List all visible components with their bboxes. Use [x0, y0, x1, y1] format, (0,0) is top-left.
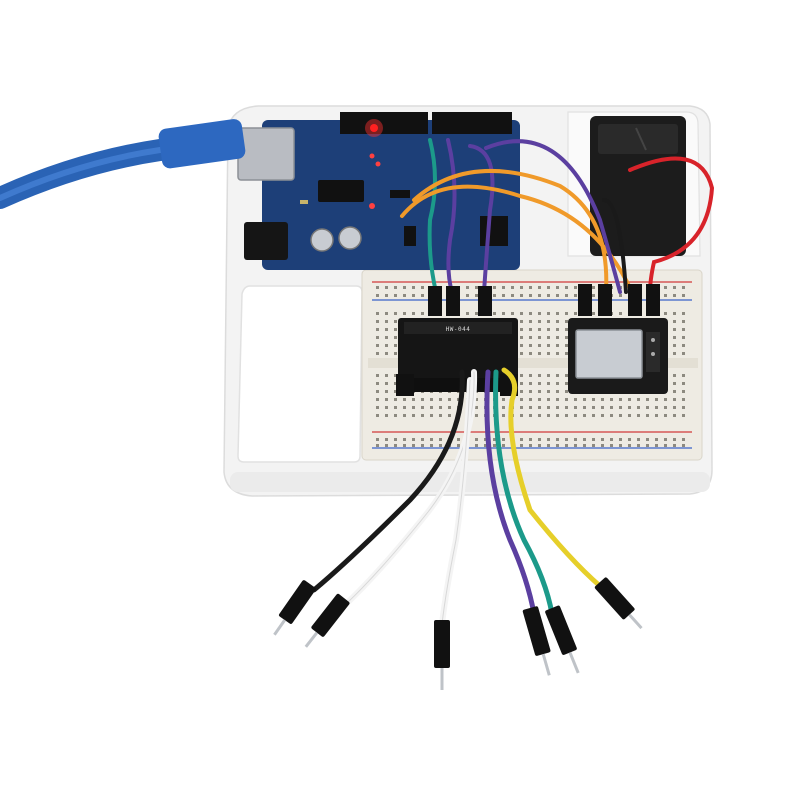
- capacitor: [338, 226, 362, 250]
- battery-holder: [590, 116, 686, 256]
- bottom-jumper-wires: [311, 367, 603, 627]
- power-led: [370, 124, 378, 132]
- microcontroller-chip: [318, 180, 364, 202]
- top-jumper-wires: [400, 138, 715, 294]
- connector-white-2: [434, 620, 450, 690]
- sd-card-slot: [575, 329, 643, 379]
- connector-purple: [522, 606, 551, 676]
- ic-chip: HW-044: [396, 318, 518, 396]
- power-jack: [244, 222, 288, 260]
- connector-yellow: [594, 577, 643, 630]
- pin-headers: [428, 284, 660, 316]
- capacitor: [310, 228, 334, 252]
- sd-card-module: [568, 318, 668, 394]
- connector-black: [273, 580, 316, 636]
- usb-port: [237, 127, 295, 181]
- wire-connectors: [273, 577, 643, 690]
- connector-white: [304, 593, 350, 648]
- usb-plug: [158, 119, 246, 169]
- connector-teal: [545, 605, 580, 674]
- arduino-uno-board: [237, 112, 520, 270]
- ic-chip-marking: HW-044: [446, 326, 471, 333]
- usb-cable: [0, 119, 246, 209]
